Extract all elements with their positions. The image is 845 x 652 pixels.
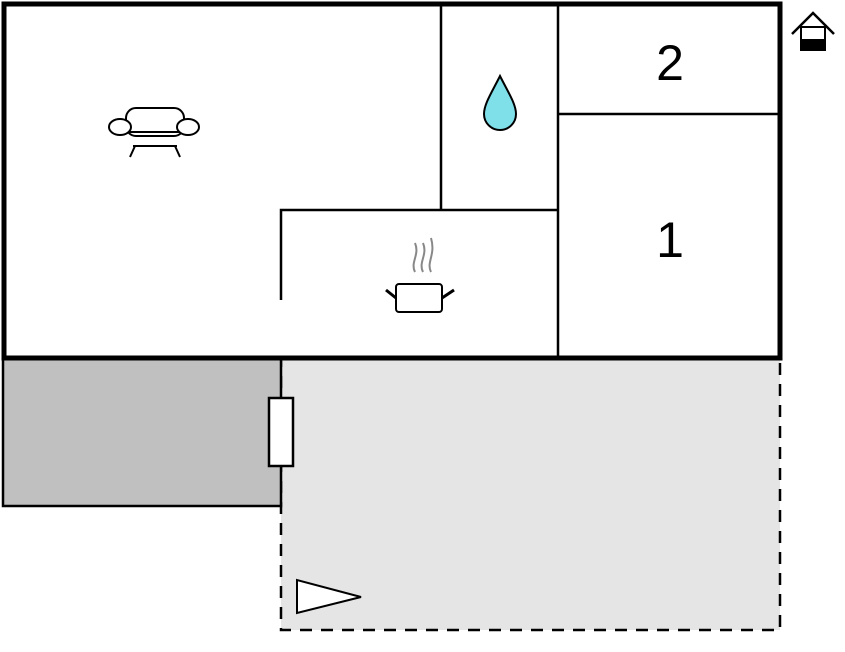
room-label-1: 1 bbox=[656, 212, 684, 268]
door bbox=[267, 396, 295, 468]
interior-walls bbox=[279, 4, 780, 358]
entrance-arrow-icon bbox=[296, 578, 362, 615]
house-icon bbox=[791, 11, 835, 51]
water-drop-icon bbox=[482, 73, 518, 131]
terrace-area bbox=[279, 356, 782, 632]
cooking-pot-icon bbox=[385, 237, 455, 313]
house-walls bbox=[1, 1, 783, 361]
covered-area bbox=[1, 356, 283, 508]
room-label-2: 2 bbox=[656, 35, 684, 91]
sofa-icon bbox=[108, 107, 200, 158]
